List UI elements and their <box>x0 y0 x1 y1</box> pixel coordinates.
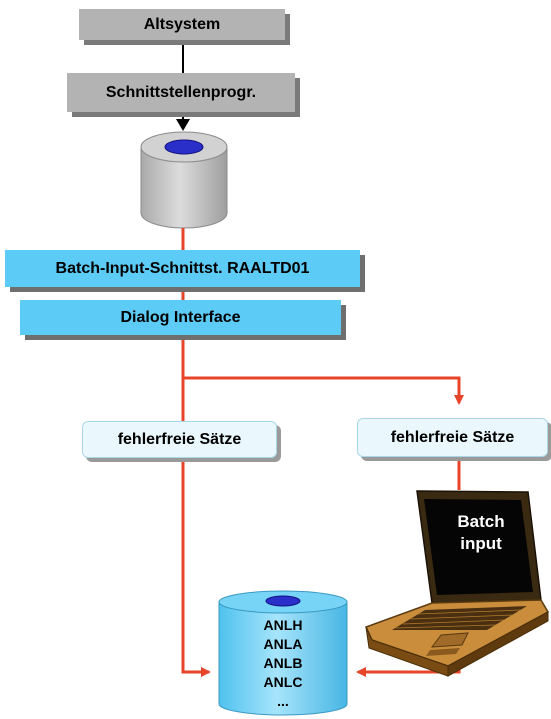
error-free-records-right-box: fehlerfreie Sätze <box>357 418 548 457</box>
laptop-screen-text: Batch input <box>436 511 526 555</box>
error-free-records-left-label: fehlerfreie Sätze <box>117 430 242 448</box>
batch-input-interface-box: Batch-Input-Schnittst. RAALTD01 <box>5 250 360 287</box>
table-label-anlh: ANLH <box>263 617 303 633</box>
legacy-system-label: Altsystem <box>143 15 221 33</box>
table-label-more: ... <box>277 693 289 709</box>
dialog-interface-box: Dialog Interface <box>20 300 341 335</box>
interface-program-label: Schnittstellenprogr. <box>105 83 257 101</box>
dialog-interface-label: Dialog Interface <box>120 308 241 326</box>
laptop-illustration <box>364 490 550 677</box>
database-table-list: ANLH ANLA ANLB ANLC ... <box>233 616 333 711</box>
database-cylinder <box>218 590 348 716</box>
intermediate-file-cylinder <box>140 131 228 229</box>
laptop-screen-line-2: input <box>460 534 502 553</box>
error-free-records-right-label: fehlerfreie Sätze <box>390 428 515 446</box>
laptop-screen-line-1: Batch <box>457 512 505 531</box>
arrow-left-to-database <box>181 456 211 677</box>
error-free-records-left-box: fehlerfreie Sätze <box>82 421 277 458</box>
interface-program-box: Schnittstellenprogr. <box>67 73 295 112</box>
table-label-anlb: ANLB <box>263 655 303 671</box>
arrow-branch-right <box>183 376 464 405</box>
table-label-anla: ANLA <box>263 636 303 652</box>
table-label-anlc: ANLC <box>263 674 303 690</box>
legacy-system-box: Altsystem <box>79 9 285 40</box>
batch-input-interface-label: Batch-Input-Schnittst. RAALTD01 <box>55 259 310 277</box>
arrow-down-to-storage <box>176 119 190 131</box>
